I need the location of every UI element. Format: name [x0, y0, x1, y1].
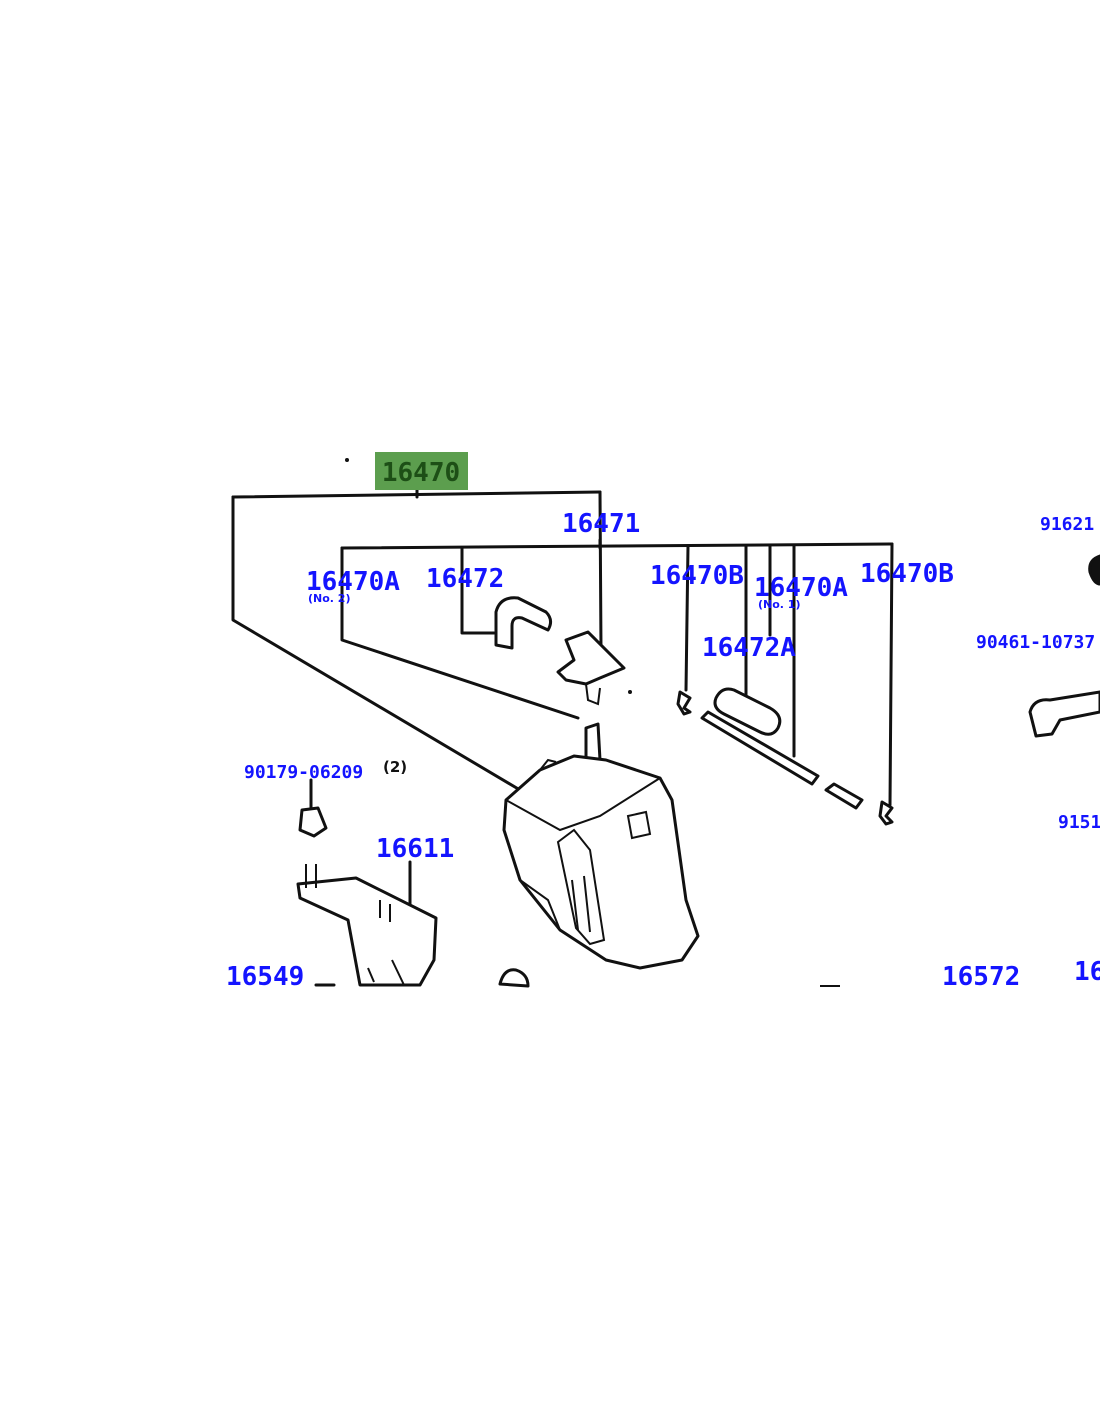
hose-90461-drawing: [1028, 690, 1100, 738]
part-number-16470[interactable]: 16470: [382, 458, 460, 488]
note-no1: (No. 1): [758, 598, 800, 611]
highlight-16470[interactable]: 16470: [375, 452, 468, 490]
part-number-16470b-mid[interactable]: 16470B: [650, 561, 744, 591]
hose-16472-drawing: [494, 596, 553, 650]
part-number-16572[interactable]: 16572: [942, 962, 1020, 992]
highlight-box: [375, 452, 468, 490]
part-labels: 16471 16470A (No. 2) 16472 16470B 16470A…: [226, 509, 1100, 992]
overflow-tube-drawing: [700, 710, 864, 810]
clip-16470b-right-drawing: [878, 800, 894, 826]
bracket-16611-drawing: [296, 864, 438, 987]
reservoir-tank-drawing: [502, 722, 700, 970]
part-number-16471[interactable]: 16471: [562, 509, 640, 539]
clip-16470b-mid-drawing: [676, 690, 692, 716]
part-number-16549[interactable]: 16549: [226, 962, 304, 992]
part-number-16470a-left[interactable]: 16470A: [306, 567, 400, 597]
part-number-16472[interactable]: 16472: [426, 564, 504, 594]
part-number-16470b-right[interactable]: 16470B: [860, 559, 954, 589]
part-number-90179-06209[interactable]: 90179-06209: [244, 762, 363, 783]
part-number-16470a-mid[interactable]: 16470A: [754, 573, 848, 603]
part-number-91621[interactable]: 91621: [1040, 514, 1094, 535]
quantity-2: (2): [383, 758, 407, 776]
cap-16471-drawing: [556, 630, 632, 706]
grommet-drawing: [498, 968, 840, 988]
bolt-90179-drawing: [298, 806, 328, 838]
stray-mark: [345, 458, 349, 462]
part-number-16611[interactable]: 16611: [376, 834, 454, 864]
part-number-16472a[interactable]: 16472A: [702, 633, 796, 663]
leader-lines: [231, 484, 894, 987]
part-91621-drawing: [1088, 554, 1100, 586]
part-number-16-edge[interactable]: 16: [1074, 957, 1100, 987]
part-number-90461-10737[interactable]: 90461-10737: [976, 632, 1095, 653]
note-no2: (No. 2): [308, 592, 350, 605]
part-number-9151[interactable]: 9151: [1058, 812, 1100, 833]
hose-16472a-drawing: [713, 687, 782, 736]
